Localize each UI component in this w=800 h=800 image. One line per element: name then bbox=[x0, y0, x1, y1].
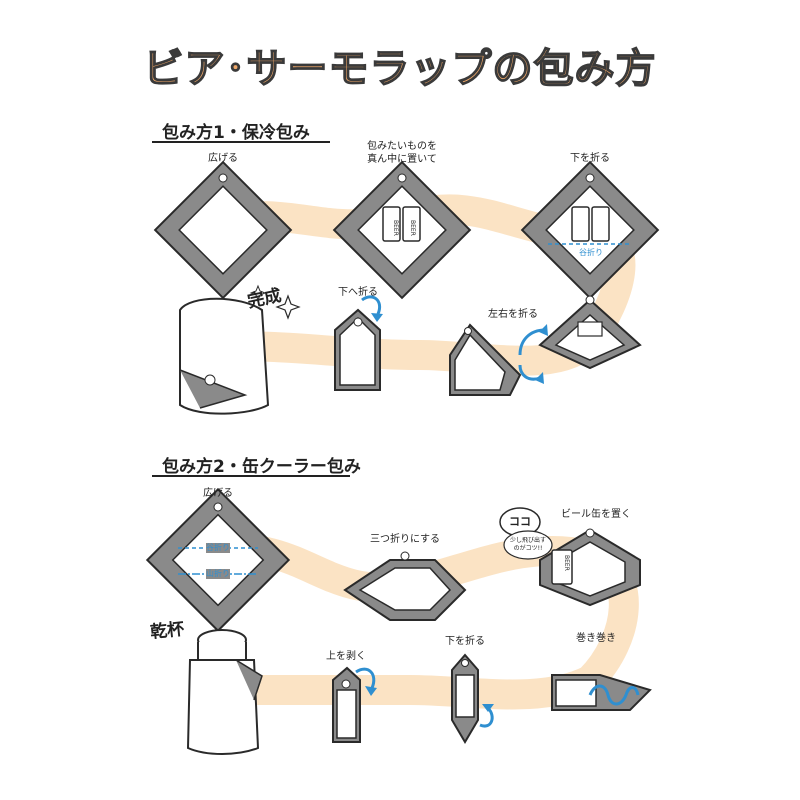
method1-heading: 包み方1・保冷包み bbox=[162, 123, 310, 143]
method2-heading: 包み方2・缶クーラー包み bbox=[162, 457, 361, 477]
m1-sparkle-1 bbox=[275, 294, 301, 320]
m2-step7-label: 乾杯 bbox=[149, 619, 186, 643]
m2-step6-peel-top bbox=[332, 666, 361, 743]
m2-fold-valley: 谷折り bbox=[206, 543, 230, 554]
page-title: ビア･サーモラップの包み方 bbox=[143, 45, 657, 93]
m2-step6-label: 上を剥く bbox=[326, 651, 366, 662]
m1-step2-cans-placed bbox=[332, 160, 472, 300]
m2-can-text: BEER bbox=[562, 555, 570, 571]
m2-step5-label: 下を折る bbox=[445, 636, 485, 647]
m1-sparkle-2 bbox=[249, 284, 267, 302]
m2-arrow-bottom bbox=[479, 706, 494, 728]
m2-fold-mountain: 山折り bbox=[206, 569, 230, 580]
m1-can-left-text: BEER bbox=[391, 220, 399, 236]
m1-step5-fold-down bbox=[334, 308, 381, 391]
m2-step4-label: 巻き巻き bbox=[576, 633, 616, 644]
method2-underline bbox=[152, 475, 350, 477]
m1-step6-complete bbox=[179, 297, 270, 415]
m2-bubble-title: ココ bbox=[509, 515, 531, 528]
m1-step3-fold-bottom bbox=[520, 160, 660, 300]
m1-fold-mark: 谷折り bbox=[579, 248, 603, 257]
m1-step4-side-view bbox=[449, 323, 522, 396]
m2-step3-label: ビール缶を置く bbox=[561, 509, 631, 520]
m2-step7-cheers bbox=[186, 629, 263, 755]
m2-step1-wrap-open bbox=[145, 487, 291, 633]
m2-arrow-top bbox=[355, 667, 376, 689]
m1-step4-label: 左右を折る bbox=[488, 309, 538, 320]
method1-underline bbox=[152, 141, 330, 143]
m1-step4-fold-sides bbox=[538, 295, 642, 370]
m2-step5-fold-bottom bbox=[451, 653, 479, 744]
m1-step5-label: 下へ折る bbox=[338, 287, 378, 298]
m2-step3-can-placed bbox=[539, 528, 641, 607]
m2-bubble-note: 少し飛び出す のがコツ!! bbox=[509, 537, 547, 552]
m1-step2-label: 包みたいものを 真ん中に置いて bbox=[367, 141, 437, 165]
m2-step1-label: 広げる bbox=[203, 488, 233, 499]
m2-step4-roll bbox=[551, 674, 652, 711]
m1-arrow-down bbox=[361, 295, 381, 315]
m1-step1-label: 広げる bbox=[208, 153, 238, 164]
m1-step1-wrap-open bbox=[153, 160, 293, 300]
m2-arrow-roll bbox=[588, 684, 640, 706]
m1-step3-label: 下を折る bbox=[570, 153, 610, 164]
m2-step2-label: 三つ折りにする bbox=[369, 534, 441, 545]
m2-step2-trifold bbox=[343, 551, 467, 621]
m1-can-right-text: BEER bbox=[408, 220, 416, 236]
m2-tip-bubble bbox=[499, 507, 553, 560]
